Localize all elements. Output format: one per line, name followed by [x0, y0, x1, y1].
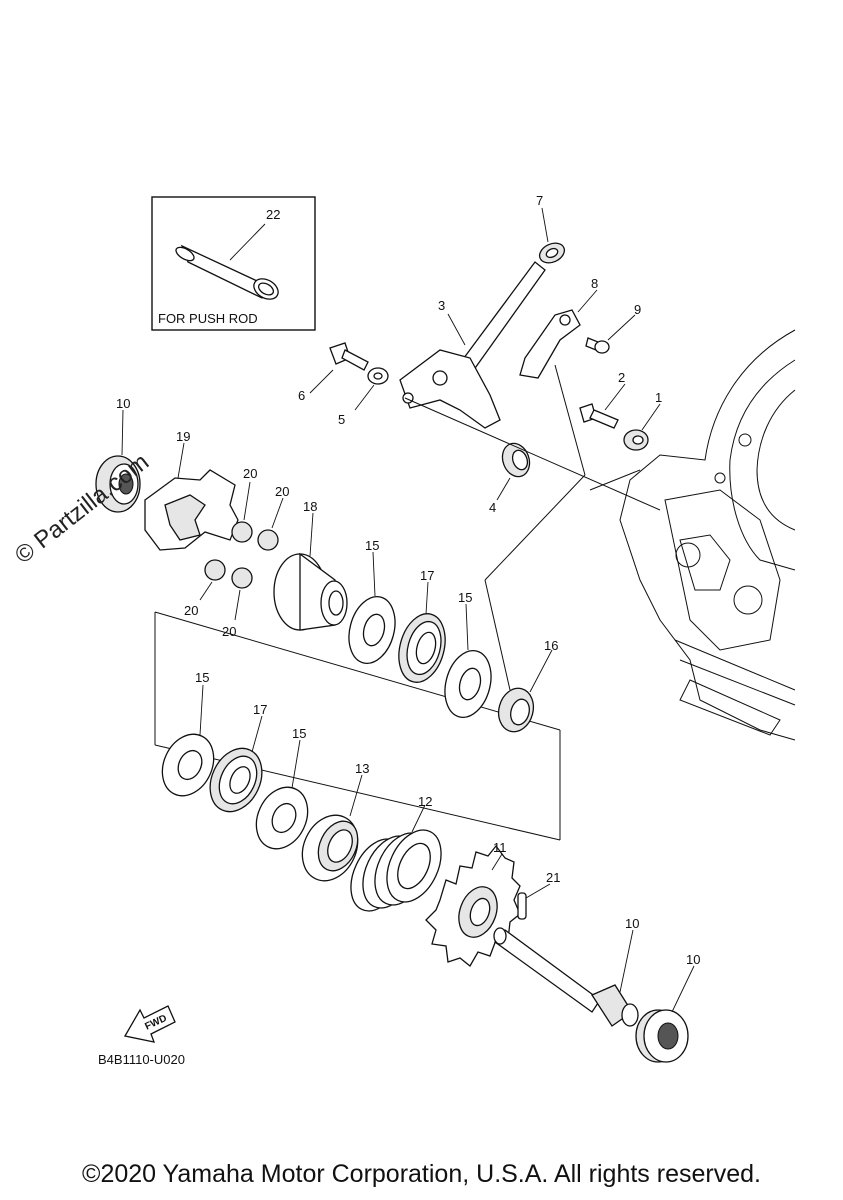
label-part-8: 8: [591, 276, 598, 291]
part-15-washer-lower-a[interactable]: [153, 726, 224, 804]
part-18-sleeve[interactable]: [273, 552, 348, 631]
diagram-code: B4B1110-U020: [98, 1052, 185, 1067]
part-13-spring[interactable]: [340, 821, 452, 919]
label-part-19: 19: [176, 429, 190, 444]
reference-lines: [154, 364, 661, 841]
label-part-4: 4: [489, 500, 496, 515]
part-7-oil-seal[interactable]: [536, 239, 567, 266]
label-part-20-b: 20: [275, 484, 289, 499]
label-part-15-c: 15: [195, 670, 209, 685]
label-part-5: 5: [338, 412, 345, 427]
part-10-bearing-left[interactable]: [95, 455, 141, 513]
label-part-14: 13: [355, 761, 369, 776]
label-part-3: 3: [438, 298, 445, 313]
inset-frame: [151, 196, 316, 331]
label-part-10-left: 10: [116, 396, 130, 411]
part-15-washer-upper-a[interactable]: [342, 591, 402, 668]
label-part-10-right: 10: [686, 952, 700, 967]
label-part-15-a: 15: [365, 538, 379, 553]
label-part-20-c: 20: [184, 603, 198, 618]
part-21-pin[interactable]: [517, 892, 527, 920]
part-19-ratchet-guide[interactable]: [144, 469, 239, 551]
part-9-screw[interactable]: [585, 337, 610, 354]
label-part-21: 21: [546, 870, 560, 885]
forward-arrow-icon: FWD: [123, 1005, 176, 1043]
part-15-washer-lower-b[interactable]: [247, 779, 318, 857]
label-part-9: 9: [634, 302, 641, 317]
label-part-11: 10: [625, 916, 639, 931]
label-part-15-b: 15: [458, 590, 472, 605]
part-17-needle-bearing-upper[interactable]: [392, 608, 453, 687]
part-10-bearing-right[interactable]: [635, 1009, 689, 1063]
label-part-2: 2: [618, 370, 625, 385]
part-17-needle-bearing-lower[interactable]: [200, 740, 271, 820]
part-3-shift-shaft[interactable]: [399, 261, 546, 429]
engine-case-outline: [619, 329, 796, 741]
label-part-15-d: 15: [292, 726, 306, 741]
inset-part-number: 22: [266, 207, 280, 222]
inset-caption: FOR PUSH ROD: [158, 311, 258, 326]
part-14-kick-spring-guide[interactable]: [292, 806, 368, 890]
label-part-1: 1: [655, 390, 662, 405]
part-11-kick-axle[interactable]: [493, 927, 639, 1027]
label-part-17-b: 17: [253, 702, 267, 717]
label-part-20-d: 20: [222, 624, 236, 639]
part-2-bolt[interactable]: [579, 403, 619, 429]
label-part-12: 11: [493, 840, 507, 855]
part-4-bushing[interactable]: [498, 440, 534, 481]
label-part-13: 12: [418, 794, 432, 809]
label-part-18: 18: [303, 499, 317, 514]
part-15-washer-upper-b[interactable]: [438, 645, 498, 722]
push-rod-sleeve-part-22[interactable]: [174, 244, 282, 304]
label-part-20-a: 20: [243, 466, 257, 481]
label-part-17-a: 17: [420, 568, 434, 583]
inset-push-rod: 22 FOR PUSH ROD: [151, 196, 316, 331]
part-5-washer[interactable]: [367, 367, 389, 385]
part-1-collar[interactable]: [623, 429, 649, 451]
part-20-balls[interactable]: [204, 521, 279, 589]
copyright-notice: ©2020 Yamaha Motor Corporation, U.S.A. A…: [82, 1160, 761, 1188]
part-16-collar[interactable]: [494, 684, 538, 735]
label-part-7: 7: [536, 193, 543, 208]
part-8-lever[interactable]: [519, 309, 581, 379]
label-part-6: 6: [298, 388, 305, 403]
part-6-bolt[interactable]: [329, 342, 369, 371]
label-part-16: 16: [544, 638, 558, 653]
